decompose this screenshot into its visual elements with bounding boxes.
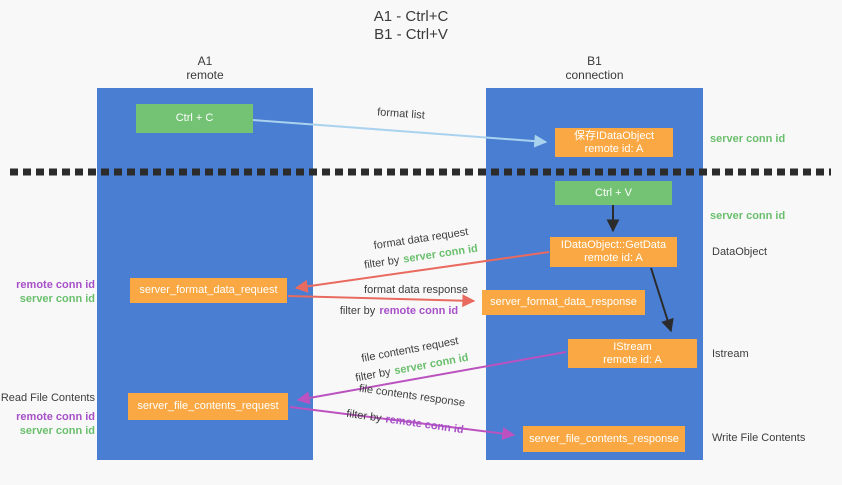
node-save-idataobject-line2: remote id: A: [584, 142, 644, 155]
filter-by-text: filter by: [345, 407, 383, 425]
filter-by-text: filter by: [354, 366, 392, 385]
node-server-file-contents-request-label: server_file_contents_request: [137, 400, 279, 412]
left-remote-conn-id-bottom: remote conn id: [16, 411, 95, 423]
file-contents-response-label: file contents response: [358, 382, 466, 410]
title-line-1: A1 - Ctrl+C: [373, 8, 449, 25]
node-ctrl-c-label: Ctrl + C: [175, 112, 214, 124]
node-ctrl-v: Ctrl + V: [555, 181, 672, 205]
format-data-response-label: format data response: [364, 284, 468, 296]
node-istream-line1: IStream: [613, 340, 652, 353]
read-file-contents-label: Read File Contents: [0, 392, 95, 404]
filter-by-text: filter by: [363, 254, 401, 272]
node-server-format-data-request-label: server_format_data_request: [139, 284, 278, 296]
node-istream: IStream remote id: A: [568, 339, 697, 368]
node-istream-line2: remote id: A: [603, 353, 662, 366]
node-server-format-data-request: server_format_data_request: [130, 278, 287, 303]
column-b1-subtitle: connection: [565, 68, 624, 82]
left-server-conn-id-bottom: server conn id: [19, 425, 95, 437]
column-a1-subtitle: remote: [186, 68, 224, 82]
column-header-b1: B1 connection: [486, 54, 703, 82]
format-data-response-arrow: [287, 294, 476, 308]
remote-conn-id-text: remote conn id: [384, 413, 465, 437]
node-ctrl-c: Ctrl + C: [136, 104, 253, 133]
node-server-format-data-response: server_format_data_response: [482, 290, 645, 315]
left-remote-conn-id-top: remote conn id: [16, 279, 95, 291]
right-server-conn-id-mid: server conn id: [710, 210, 786, 222]
node-server-format-data-response-label: server_format_data_response: [490, 296, 637, 308]
right-server-conn-id-top: server conn id: [710, 133, 786, 145]
node-server-file-contents-request: server_file_contents_request: [128, 393, 288, 420]
filter-by-text: filter by: [339, 305, 376, 317]
column-b1-name: B1: [587, 54, 602, 68]
node-server-file-contents-response-label: server_file_contents_response: [529, 432, 679, 445]
remote-conn-id-text: remote conn id: [379, 305, 459, 317]
node-save-idataobject-line1: 保存IDataObject: [573, 129, 655, 142]
format-list-label: format list: [376, 106, 426, 122]
istream-side-label: Istream: [712, 348, 749, 360]
diagram-title: A1 - Ctrl+C B1 - Ctrl+V: [291, 8, 531, 44]
node-save-idataobject: 保存IDataObject remote id: A: [555, 128, 673, 157]
node-idataobject-getdata: IDataObject::GetData remote id: A: [550, 237, 677, 267]
column-a1-name: A1: [197, 54, 213, 68]
node-server-file-contents-response: server_file_contents_response: [523, 426, 685, 452]
node-ctrl-v-label: Ctrl + V: [595, 186, 632, 199]
write-file-contents-label: Write File Contents: [712, 432, 806, 444]
node-idataobject-getdata-line2: remote id: A: [584, 252, 643, 264]
node-idataobject-getdata-line1: IDataObject::GetData: [560, 239, 667, 251]
left-server-conn-id-top: server conn id: [19, 293, 95, 305]
dataobject-label: DataObject: [712, 246, 768, 258]
title-line-2: B1 - Ctrl+V: [374, 26, 448, 43]
column-header-a1: A1 remote: [97, 54, 313, 82]
